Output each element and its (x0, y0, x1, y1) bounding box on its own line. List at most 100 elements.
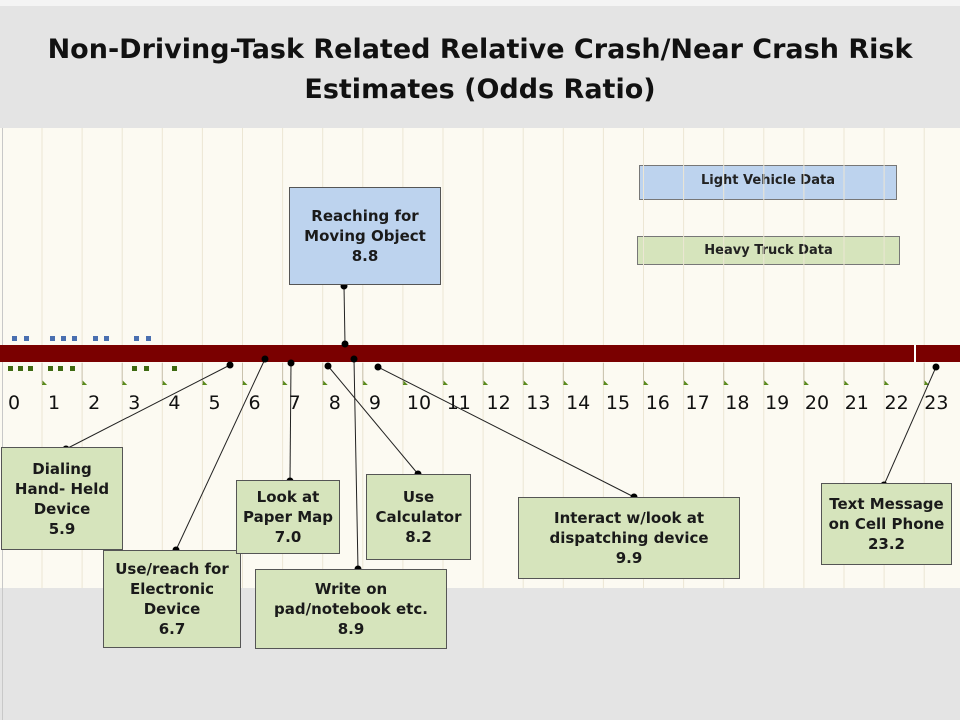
marker-dot-light (72, 336, 77, 341)
tick-label: 7 (288, 392, 301, 414)
tick-label: 3 (128, 392, 141, 414)
tick-label: 18 (725, 392, 750, 414)
tick-label: 15 (605, 392, 631, 414)
box-dispatch-line-2: dispatching device (549, 529, 709, 547)
tick-label: 2 (88, 392, 101, 414)
tick-mark (563, 380, 569, 385)
box-paper-line-1: Look at (256, 488, 320, 506)
tick-label: 22 (884, 392, 909, 414)
marker-dot-light (61, 336, 66, 341)
box-dispatch-value: 9.9 (615, 549, 643, 567)
box-reaching-line-2: Moving Object (304, 227, 426, 245)
marker-dot-light (146, 336, 151, 341)
tick-label: 8 (328, 392, 341, 414)
box-text-value: 23.2 (867, 535, 905, 553)
marker-dot-heavy (28, 366, 33, 371)
connector-write (353, 358, 359, 570)
connector-paper (289, 362, 292, 482)
box-calc-line-1: Use (402, 488, 435, 506)
frame-line (2, 128, 3, 720)
axis-bar-gap (914, 345, 916, 362)
box-calc-value: 8.2 (405, 528, 432, 546)
box-reaching-value: 8.8 (351, 247, 379, 265)
connector-usereach (175, 358, 266, 551)
legend-heavy-label: Heavy Truck Data (704, 243, 833, 258)
chart-title: Non-Driving-Task Related Relative Crash/… (0, 30, 960, 110)
box-dialing-line-1: Dialing (32, 459, 92, 478)
tick-label: 16 (645, 392, 670, 414)
tick-mark (603, 380, 609, 385)
connector-dialing-point (226, 361, 234, 369)
marker-dot-heavy (18, 366, 23, 371)
box-use-reach-electronic: Use/reach for Electronic Device 6.7 (103, 550, 241, 648)
tick-mark (42, 380, 47, 385)
marker-dot-light (104, 336, 109, 341)
tick-mark (202, 380, 208, 385)
marker-dot-heavy (132, 366, 137, 371)
box-reaching-moving-object: Reaching for Moving Object 8.8 (289, 187, 441, 285)
tick-mark (443, 380, 448, 385)
box-write-line-2: pad/notebook etc. (274, 600, 428, 618)
tick-mark (523, 380, 529, 385)
tick-mark (282, 380, 288, 385)
tick-mark (82, 380, 88, 385)
tick-label: 23 (924, 392, 949, 414)
tick-mark (122, 380, 128, 385)
box-text-line-2: on Cell Phone (828, 515, 945, 533)
box-usereach-value: 6.7 (158, 620, 186, 638)
marker-dot-heavy (144, 366, 149, 371)
connector-usereach-point (261, 355, 269, 363)
title-line-2: Estimates (Odds Ratio) (304, 74, 656, 105)
box-dialing-hand-held: Dialing Hand- Held Device 5.9 (1, 447, 123, 550)
tick-label: 1 (48, 392, 61, 414)
box-write-notebook: Write on pad/notebook etc. 8.9 (255, 569, 447, 649)
tick-label: 10 (406, 392, 432, 414)
box-dialing-line-3: Device (33, 499, 91, 518)
connector-text (883, 366, 937, 486)
connector-reaching-point (341, 340, 349, 348)
box-paper-line-2: Paper Map (242, 508, 334, 526)
tick-mark (483, 380, 489, 385)
tick-label: 9 (368, 392, 381, 414)
legend-light-label: Light Vehicle Data (701, 173, 835, 188)
box-calc-line-2: Calculator (375, 508, 462, 526)
marker-dot-heavy (70, 366, 75, 371)
box-look-paper-map: Look at Paper Map 7.0 (236, 480, 340, 554)
box-text-message: Text Message on Cell Phone 23.2 (821, 483, 952, 565)
tick-label: 5 (208, 392, 221, 414)
tick-mark (242, 380, 248, 385)
tick-label: 0 (7, 392, 21, 414)
marker-dot-heavy (58, 366, 63, 371)
box-dialing-value: 5.9 (48, 519, 76, 538)
tick-mark (162, 380, 168, 385)
tick-mark (402, 380, 408, 385)
tick-mark (362, 380, 368, 385)
tick-mark (643, 380, 649, 385)
tick-label: 19 (765, 392, 790, 414)
tick-label: 13 (526, 392, 551, 414)
connector-calc-point (324, 362, 332, 370)
tick-mark (683, 380, 689, 385)
connector-dispatch-point (374, 363, 382, 371)
tick-mark (924, 380, 930, 385)
tick-mark (803, 380, 809, 385)
tick-mark (844, 380, 849, 385)
connector-text-point (932, 363, 940, 371)
tick-label: 12 (486, 392, 511, 414)
marker-dot-light (24, 336, 29, 341)
box-dispatching-device: Interact w/look at dispatching device 9.… (518, 497, 740, 579)
box-usereach-line-2: Electronic (129, 580, 215, 598)
tick-mark (723, 380, 729, 385)
connector-dispatch (377, 366, 635, 498)
tick-label: 4 (168, 392, 181, 414)
connector-calc (327, 365, 419, 475)
tick-label: 20 (804, 392, 830, 414)
box-dialing-line-2: Hand- Held (14, 479, 110, 498)
box-usereach-line-3: Device (143, 600, 201, 618)
marker-dot-light (93, 336, 98, 341)
title-band (0, 0, 960, 128)
legend-heavy-truck: Heavy Truck Data (637, 236, 900, 265)
marker-dot-light (50, 336, 55, 341)
connector-dialing (65, 364, 231, 450)
tick-label: 14 (566, 392, 591, 414)
